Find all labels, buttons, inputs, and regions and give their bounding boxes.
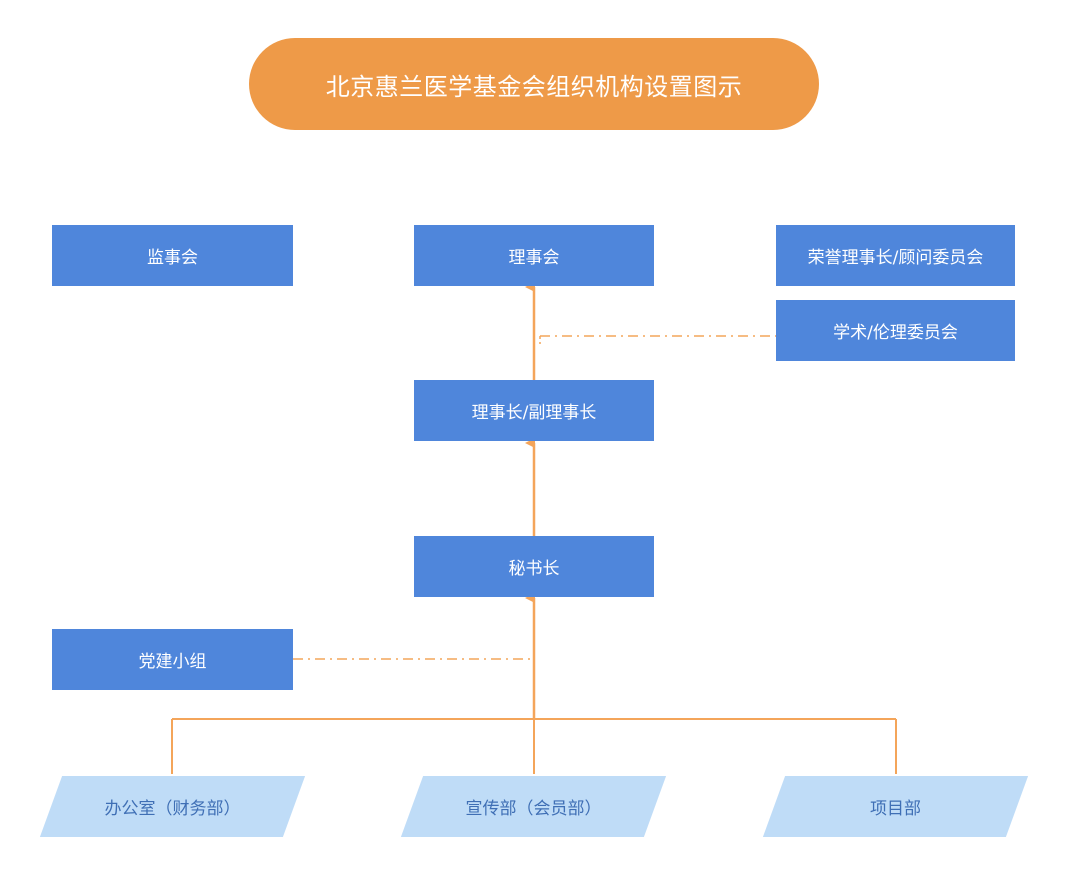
department-publicity-label: 宣传部（会员部） — [465, 799, 602, 819]
secretary-general-box: 秘书长 — [414, 536, 654, 597]
department-projects-label: 项目部 — [870, 799, 921, 819]
academic-ethics-committee-box: 学术/伦理委员会 — [776, 300, 1015, 361]
chart-title: 北京惠兰医学基金会组织机构设置图示 — [249, 38, 819, 130]
supervisory-board-box: 监事会 — [52, 225, 293, 286]
board-of-directors-box: 理事会 — [414, 225, 654, 286]
department-projects: 项目部 — [774, 776, 1017, 837]
party-group-box: 党建小组 — [52, 629, 293, 690]
department-office: 办公室（财务部） — [51, 776, 294, 837]
department-publicity: 宣传部（会员部） — [412, 776, 655, 837]
department-office-label: 办公室（财务部） — [104, 799, 241, 819]
chairman-box: 理事长/副理事长 — [414, 380, 654, 441]
honorary-committee-box: 荣誉理事长/顾问委员会 — [776, 225, 1015, 286]
